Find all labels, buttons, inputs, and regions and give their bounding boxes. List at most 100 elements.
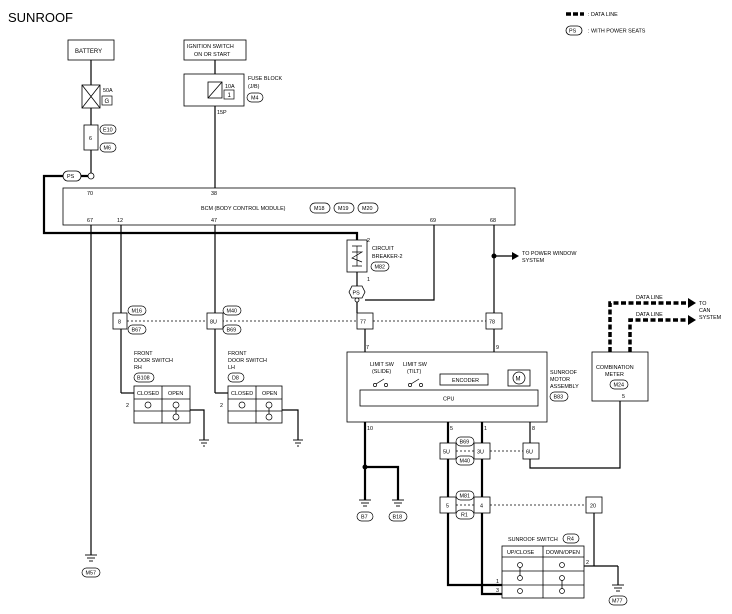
door-rh-pin: 2 — [126, 403, 129, 409]
cb-connector: M82 — [375, 265, 386, 271]
can-arrow-2 — [688, 315, 696, 325]
ps-tag-1: PS — [67, 174, 75, 180]
door-rh-line1: FRONT — [134, 351, 153, 357]
door-lh-col-closed: CLOSED — [231, 391, 253, 397]
sunroof-switch-pin-2: 2 — [586, 560, 589, 566]
door-rh-col-closed: CLOSED — [137, 391, 159, 397]
motor-symbol: M — [516, 377, 521, 383]
bcm-connector-m20: M20 — [362, 206, 373, 212]
joint-77-label: 77 — [360, 320, 366, 326]
motor-assembly-box — [346, 351, 548, 423]
sunroof-switch-table — [501, 545, 585, 599]
ground-b7: B7 — [361, 515, 368, 521]
cb-line2: BREAKER-2 — [372, 254, 403, 260]
joint-8u — [206, 312, 224, 330]
door-lh-line2: DOOR SWITCH — [228, 358, 267, 364]
door-lh-pin: 2 — [220, 403, 223, 409]
battery-label: BATTERY — [75, 49, 102, 55]
joint-4 — [473, 496, 491, 514]
ground-icon — [293, 439, 303, 447]
ground-b18: B18 — [393, 515, 403, 521]
joint-6u-label: 6U — [526, 450, 533, 456]
motor-connector: B83 — [554, 395, 564, 401]
door-lh-line3: LH — [228, 365, 235, 371]
bcm-connectors: M18 M19 M20 — [309, 202, 379, 214]
motor-pin-7: 7 — [366, 345, 369, 351]
data-line-label-2: DATA LINE — [636, 312, 663, 318]
joint-77 — [356, 312, 374, 330]
sunroof-switch-col-down: DOWN/OPEN — [546, 550, 580, 556]
bcm-connector-m18: M18 — [314, 206, 325, 212]
door-lh-col-open: OPEN — [262, 391, 277, 397]
e10-id: E10 — [103, 128, 113, 134]
sunroof-switch-col-up: UP/CLOSE — [507, 550, 535, 556]
bcm-label: BCM (BODY CONTROL MODULE) — [201, 206, 286, 212]
junction-dot — [362, 464, 368, 470]
power-window-line2: SYSTEM — [522, 258, 545, 264]
joint-78-label: 78 — [489, 320, 495, 326]
fuse-block-line2: (J/B) — [248, 84, 260, 90]
door-switch-rh — [133, 385, 191, 424]
fuse-number: 1 — [228, 93, 232, 99]
battery-fuse-id: G — [105, 99, 110, 105]
bcm-pin-70: 70 — [87, 191, 93, 197]
encoder-box — [439, 373, 489, 386]
wires — [42, 60, 688, 596]
sunroof-switch-connector: R4 — [567, 537, 574, 543]
ignition-box — [183, 39, 247, 61]
ground-icon — [85, 554, 97, 562]
r-conn-r1: R1 — [461, 513, 468, 519]
fuse-block-line1: FUSE BLOCK — [248, 76, 283, 82]
mid-conn-m40: M40 — [460, 459, 471, 465]
cb-line1: CIRCUIT — [372, 246, 395, 252]
motor-icon — [512, 371, 526, 385]
joint-8u-id1: M40 — [227, 309, 238, 315]
joint-8-id1: M16 — [132, 309, 143, 315]
motor-pin-8: 8 — [532, 426, 535, 432]
mid-conn-b69: B69 — [460, 440, 470, 446]
joint-3u-label: 3U — [477, 450, 484, 456]
meter-connector: M24 — [614, 383, 625, 389]
bcm-pin-67: 67 — [87, 218, 93, 224]
cpu-label: CPU — [443, 397, 454, 403]
data-line-label-1: DATA LINE — [636, 295, 663, 301]
limit-slide-2: (SLIDE) — [372, 369, 391, 375]
legend-ps-label: : WITH POWER SEATS — [588, 29, 646, 35]
joint-8 — [112, 312, 128, 330]
motor-pin-5: 5 — [450, 426, 453, 432]
sunroof-switch-pin-3: 3 — [496, 588, 499, 594]
encoder-label: ENCODER — [452, 378, 479, 384]
power-window-line1: TO POWER WINDOW — [522, 251, 577, 257]
can-arrow-1 — [688, 298, 696, 308]
joint-78 — [485, 312, 503, 330]
ignition-line1: IGNITION SWITCH — [187, 44, 234, 50]
joint-20 — [585, 496, 603, 514]
bcm-connector-m19: M19 — [338, 206, 349, 212]
joint-3u — [473, 442, 491, 460]
can-to: TO — [699, 301, 706, 307]
cpu-box — [359, 389, 539, 407]
page-title: SUNROOF — [8, 10, 73, 25]
sunroof-switch-pin-1: 1 — [496, 579, 499, 585]
battery-box — [67, 39, 115, 61]
motor-line3: ASSEMBLY — [550, 384, 579, 390]
motor-pin-1: 1 — [484, 426, 487, 432]
r-conn-m81: M81 — [460, 494, 471, 500]
meter-pin-5: 5 — [622, 394, 625, 400]
motor-pin-9: 9 — [496, 345, 499, 351]
bcm-pin-47: 47 — [211, 218, 217, 224]
cb-pin-top: 2 — [367, 238, 370, 244]
junction-dot — [491, 253, 497, 259]
motor-pin-10: 10 — [367, 426, 373, 432]
battery-fuse-rating: 50A — [103, 88, 113, 94]
joint-5u-label: 5U — [443, 450, 450, 456]
legend: : DATA LINE PS : WITH POWER SEATS — [565, 12, 646, 36]
door-rh-line2: DOOR SWITCH — [134, 358, 173, 364]
fuse-rating: 10A — [225, 84, 235, 90]
limit-tilt-1: LIMIT SW — [403, 362, 428, 368]
can-system: SYSTEM — [699, 315, 722, 321]
joint-20-label: 20 — [590, 504, 596, 510]
meter-line2: METER — [605, 372, 624, 378]
ground-icon — [612, 584, 624, 592]
